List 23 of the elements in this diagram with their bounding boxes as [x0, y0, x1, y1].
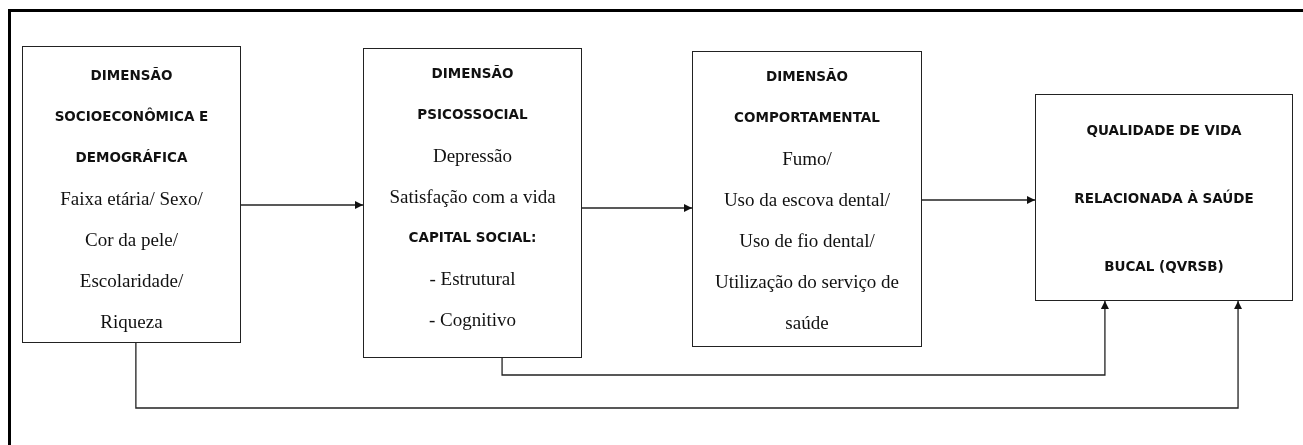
box-heading: CAPITAL SOCIAL: — [407, 228, 538, 247]
box-text: Utilização do serviço de saúde — [713, 270, 901, 335]
arrow — [501, 300, 1109, 376]
box-text: Satisfação com a vida — [388, 185, 557, 209]
box-text: Depressão — [431, 144, 514, 168]
arrow — [240, 201, 364, 209]
box-text: Uso de fio dental/ — [738, 229, 876, 253]
dimension-box — [22, 46, 241, 343]
box-heading: QUALIDADE DE VIDA RELACIONADA À SAÚDE BUCAL (QVRSB) — [1073, 121, 1255, 276]
dimension-box — [1035, 94, 1293, 301]
arrow — [581, 204, 693, 212]
dimension-box — [363, 48, 582, 358]
arrow — [135, 300, 1243, 409]
box-heading: DIMENSÃO COMPORTAMENTAL — [733, 67, 881, 127]
box-heading: DIMENSÃO SOCIOECONÔMICA E DEMOGRÁFICA — [53, 66, 210, 167]
box-text: - Estrutural — [428, 267, 517, 291]
box-text: - Cognitivo — [427, 308, 518, 332]
box-text: Uso da escova dental/ — [722, 188, 892, 212]
box-heading: DIMENSÃO PSICOSSOCIAL — [416, 64, 529, 124]
box-text: Fumo/ — [781, 147, 833, 171]
dimension-box — [692, 51, 922, 347]
arrow — [921, 196, 1036, 204]
box-text: Faixa etária/ Sexo/ Cor da pele/ Escolaridade/ Riqueza — [59, 187, 204, 334]
